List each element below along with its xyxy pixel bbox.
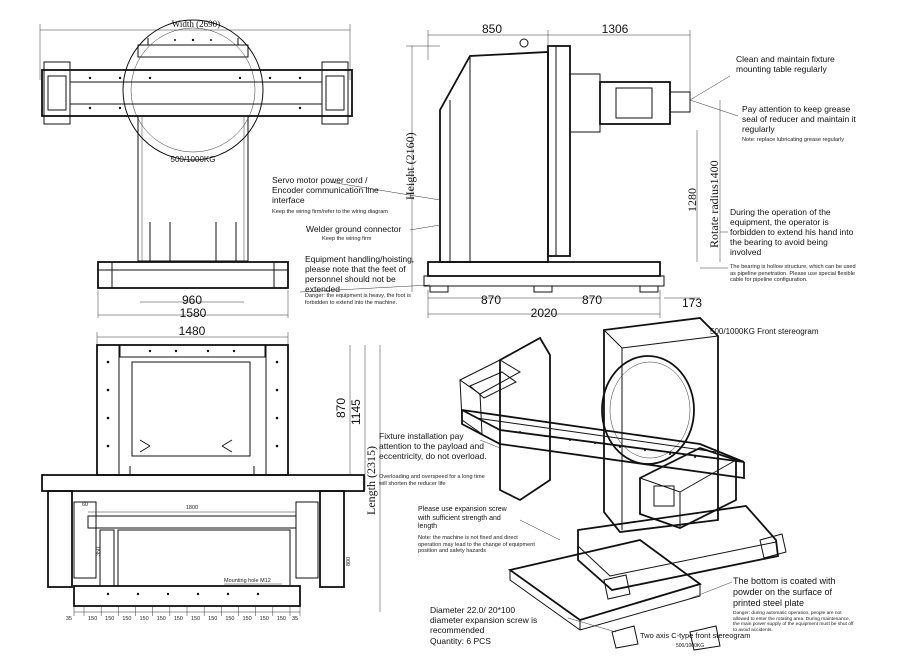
bottom-dim-5: 150 [157, 616, 166, 622]
side-dim-2020: 2020 [531, 306, 558, 320]
top-length-label: Length (2315) [364, 446, 378, 515]
bottom-dim-13: 35 [292, 616, 298, 622]
bottom-dim-1: 150 [88, 616, 97, 622]
side-rotate-radius: Rotate radius1400 [707, 160, 721, 248]
note-bottom-main: The bottom is coated with powder on the … [733, 576, 836, 608]
note-grease-sub: Note: replace lubricating grease regular… [742, 137, 844, 143]
top-dim-1800: 1800 [186, 505, 198, 511]
side-dim-1280: 1280 [685, 188, 699, 212]
bottom-dim-2: 150 [105, 616, 114, 622]
side-dim-1306: 1306 [602, 22, 629, 36]
bottom-dim-3: 150 [122, 616, 131, 622]
note-handling-main: Equipment handling/hoisting, please note… [305, 254, 415, 294]
bottom-dim-9: 150 [225, 616, 234, 622]
side-view: 850 1306 Height (2160) 1280 Rotate radiu… [299, 22, 739, 320]
front-view: Width (2690) 500/1000KG [39, 19, 353, 320]
top-dim-1145: 1145 [349, 399, 363, 425]
top-dim-60: 60 [82, 502, 88, 508]
front-dim-960: 960 [182, 293, 202, 307]
two-axis-subtitle: 500/1000KG [676, 643, 705, 649]
bottom-dim-11: 150 [260, 616, 269, 622]
note-grease-main: Pay attention to keep grease seal of red… [742, 104, 856, 134]
stereogram-title: 500/1000KG Front stereogram [710, 327, 819, 336]
side-dim-173: 173 [682, 296, 702, 310]
side-dim-870b: 870 [582, 293, 602, 307]
mounting-hole-label: Mounting hole M12 [224, 578, 271, 584]
note-handling-sub: Danger: the equipment is heavy, the foot… [305, 293, 411, 306]
bottom-dim-7: 150 [191, 616, 200, 622]
note-clean-maintain: Clean and maintain fixture mounting tabl… [736, 54, 835, 74]
top-dim-350: 350 [96, 547, 102, 556]
top-view: 1480 870 1145 Length (2315) 1800 [41, 324, 381, 622]
side-dim-870a: 870 [481, 293, 501, 307]
front-stereogram [459, 317, 787, 651]
front-width-label: Width (2690) [172, 19, 220, 29]
front-capacity-label: 500/1000KG [171, 155, 216, 164]
two-axis-title: Two axis C-type front stereogram [640, 631, 751, 640]
note-fixture-main: Fixture installation pay attention to th… [379, 431, 487, 461]
note-diameter-main: Diameter 22.0/ 20*100 diameter expansion… [430, 605, 538, 635]
note-fixture-sub: Overloading and overspeed for a long tim… [379, 474, 485, 487]
top-dim-870: 870 [334, 398, 348, 418]
note-servo-sub: Keep the wiring firm/refer to the wiring… [272, 209, 388, 215]
note-servo-main: Servo motor power cord / Encoder communi… [272, 175, 379, 205]
bottom-dim-12: 150 [277, 616, 286, 622]
bottom-dim-6: 150 [174, 616, 183, 622]
top-dim-1480: 1480 [179, 324, 206, 338]
bottom-dim-0: 35 [66, 616, 72, 622]
bottom-dim-8: 150 [208, 616, 217, 622]
note-welder-sub: Keep the wiring firm [322, 236, 372, 242]
bottom-dim-4: 150 [139, 616, 148, 622]
note-bottom-sub: Danger: during automatic operation, peop… [733, 611, 854, 633]
note-operation-main: During the operation of the equipment, t… [730, 207, 854, 257]
note-quantity: Quantity: 6 PCS [430, 636, 491, 646]
side-dim-850: 850 [482, 22, 502, 36]
note-expansion-main: Please use expansion screw with sufficie… [418, 506, 507, 530]
bottom-dim-10: 150 [242, 616, 251, 622]
note-expansion-sub: Note: the machine is not fixed and direc… [418, 535, 535, 555]
side-height-label: Height (2160) [403, 132, 417, 200]
top-dim-800: 800 [346, 557, 352, 566]
note-bearing-sub: The bearing is hollow structure, which c… [730, 264, 856, 284]
note-welder-main: Welder ground connector [306, 224, 402, 234]
front-dim-1580: 1580 [180, 306, 207, 320]
